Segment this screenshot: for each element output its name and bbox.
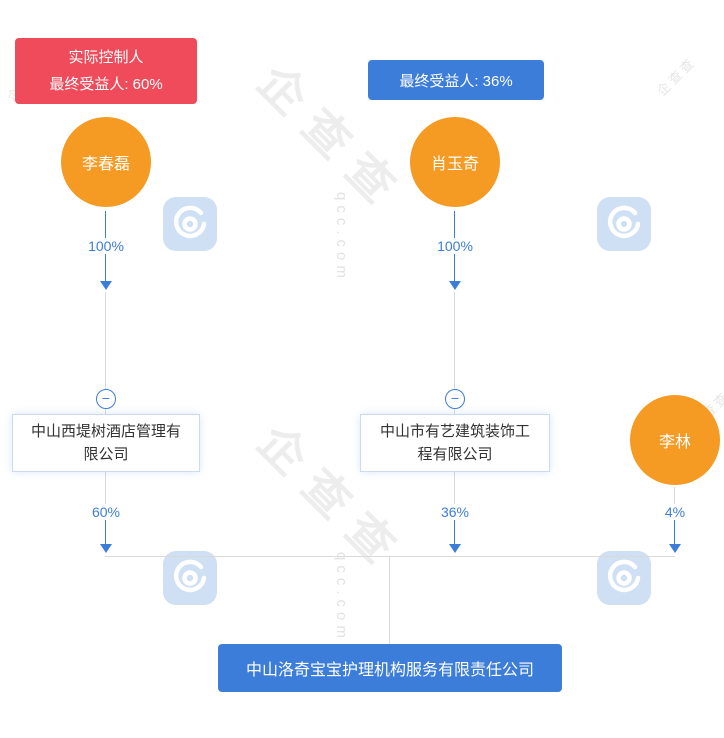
actual-controller-badge-line2: 最终受益人: 60% [49, 76, 163, 93]
connector-line [105, 292, 106, 414]
connector-line [454, 472, 455, 506]
connector-line [389, 556, 390, 644]
ownership-label: 100% [432, 238, 478, 254]
qcc-logo-watermark [597, 551, 651, 605]
ownership-label: 4% [659, 504, 691, 520]
shareholder-name: 李林 [658, 434, 691, 451]
shareholder-node-person2[interactable]: 肖玉奇 [410, 117, 500, 207]
collapse-toggle[interactable]: − [445, 389, 465, 409]
company-name: 中山市有艺建筑装饰工程有限公司 [379, 423, 530, 463]
watermark-domain-text: qcc.com [333, 192, 350, 283]
arrow-down-icon [449, 281, 461, 290]
connector-line [674, 506, 675, 544]
arrow-down-icon [669, 544, 681, 553]
shareholder-node-person1[interactable]: 李春磊 [61, 117, 151, 207]
beneficiary-badge-label: 最终受益人: 36% [399, 72, 513, 90]
arrow-down-icon [100, 544, 112, 553]
company-node-company1[interactable]: 中山西堤树酒店管理有限公司 [12, 414, 200, 472]
qcc-logo-watermark [163, 551, 217, 605]
target-company-name: 中山洛奇宝宝护理机构服务有限责任公司 [245, 662, 534, 679]
connector-line [454, 292, 455, 414]
watermark-domain-text: qcc.com [333, 552, 350, 643]
shareholder-node-person3[interactable]: 李林 [630, 395, 720, 485]
ownership-label: 60% [86, 504, 126, 520]
qcc-logo-watermark [163, 197, 217, 251]
shareholder-name: 李春磊 [81, 156, 130, 173]
connector-line [105, 556, 675, 557]
company-node-target[interactable]: 中山洛奇宝宝护理机构服务有限责任公司 [218, 644, 562, 692]
connector-line [105, 472, 106, 506]
collapse-toggle[interactable]: − [96, 389, 116, 409]
arrow-down-icon [449, 544, 461, 553]
connector-line [674, 487, 675, 506]
connector-line [105, 506, 106, 544]
company-name: 中山西堤树酒店管理有限公司 [30, 423, 181, 463]
beneficiary-badge: 最终受益人: 36% [368, 60, 544, 100]
company-node-company2[interactable]: 中山市有艺建筑装饰工程有限公司 [360, 414, 550, 472]
ownership-label: 100% [83, 238, 129, 254]
shareholder-name: 肖玉奇 [430, 156, 479, 173]
actual-controller-badge: 实际控制人 最终受益人: 60% [15, 38, 197, 104]
arrow-down-icon [100, 281, 112, 290]
qcc-logo-watermark [597, 197, 651, 251]
connector-line [454, 506, 455, 544]
watermark-brand-text: 企查查 [654, 54, 699, 99]
minus-icon: − [101, 390, 111, 406]
ownership-label: 36% [435, 504, 475, 520]
actual-controller-badge-line1: 实际控制人 [68, 49, 144, 66]
minus-icon: − [450, 390, 460, 406]
